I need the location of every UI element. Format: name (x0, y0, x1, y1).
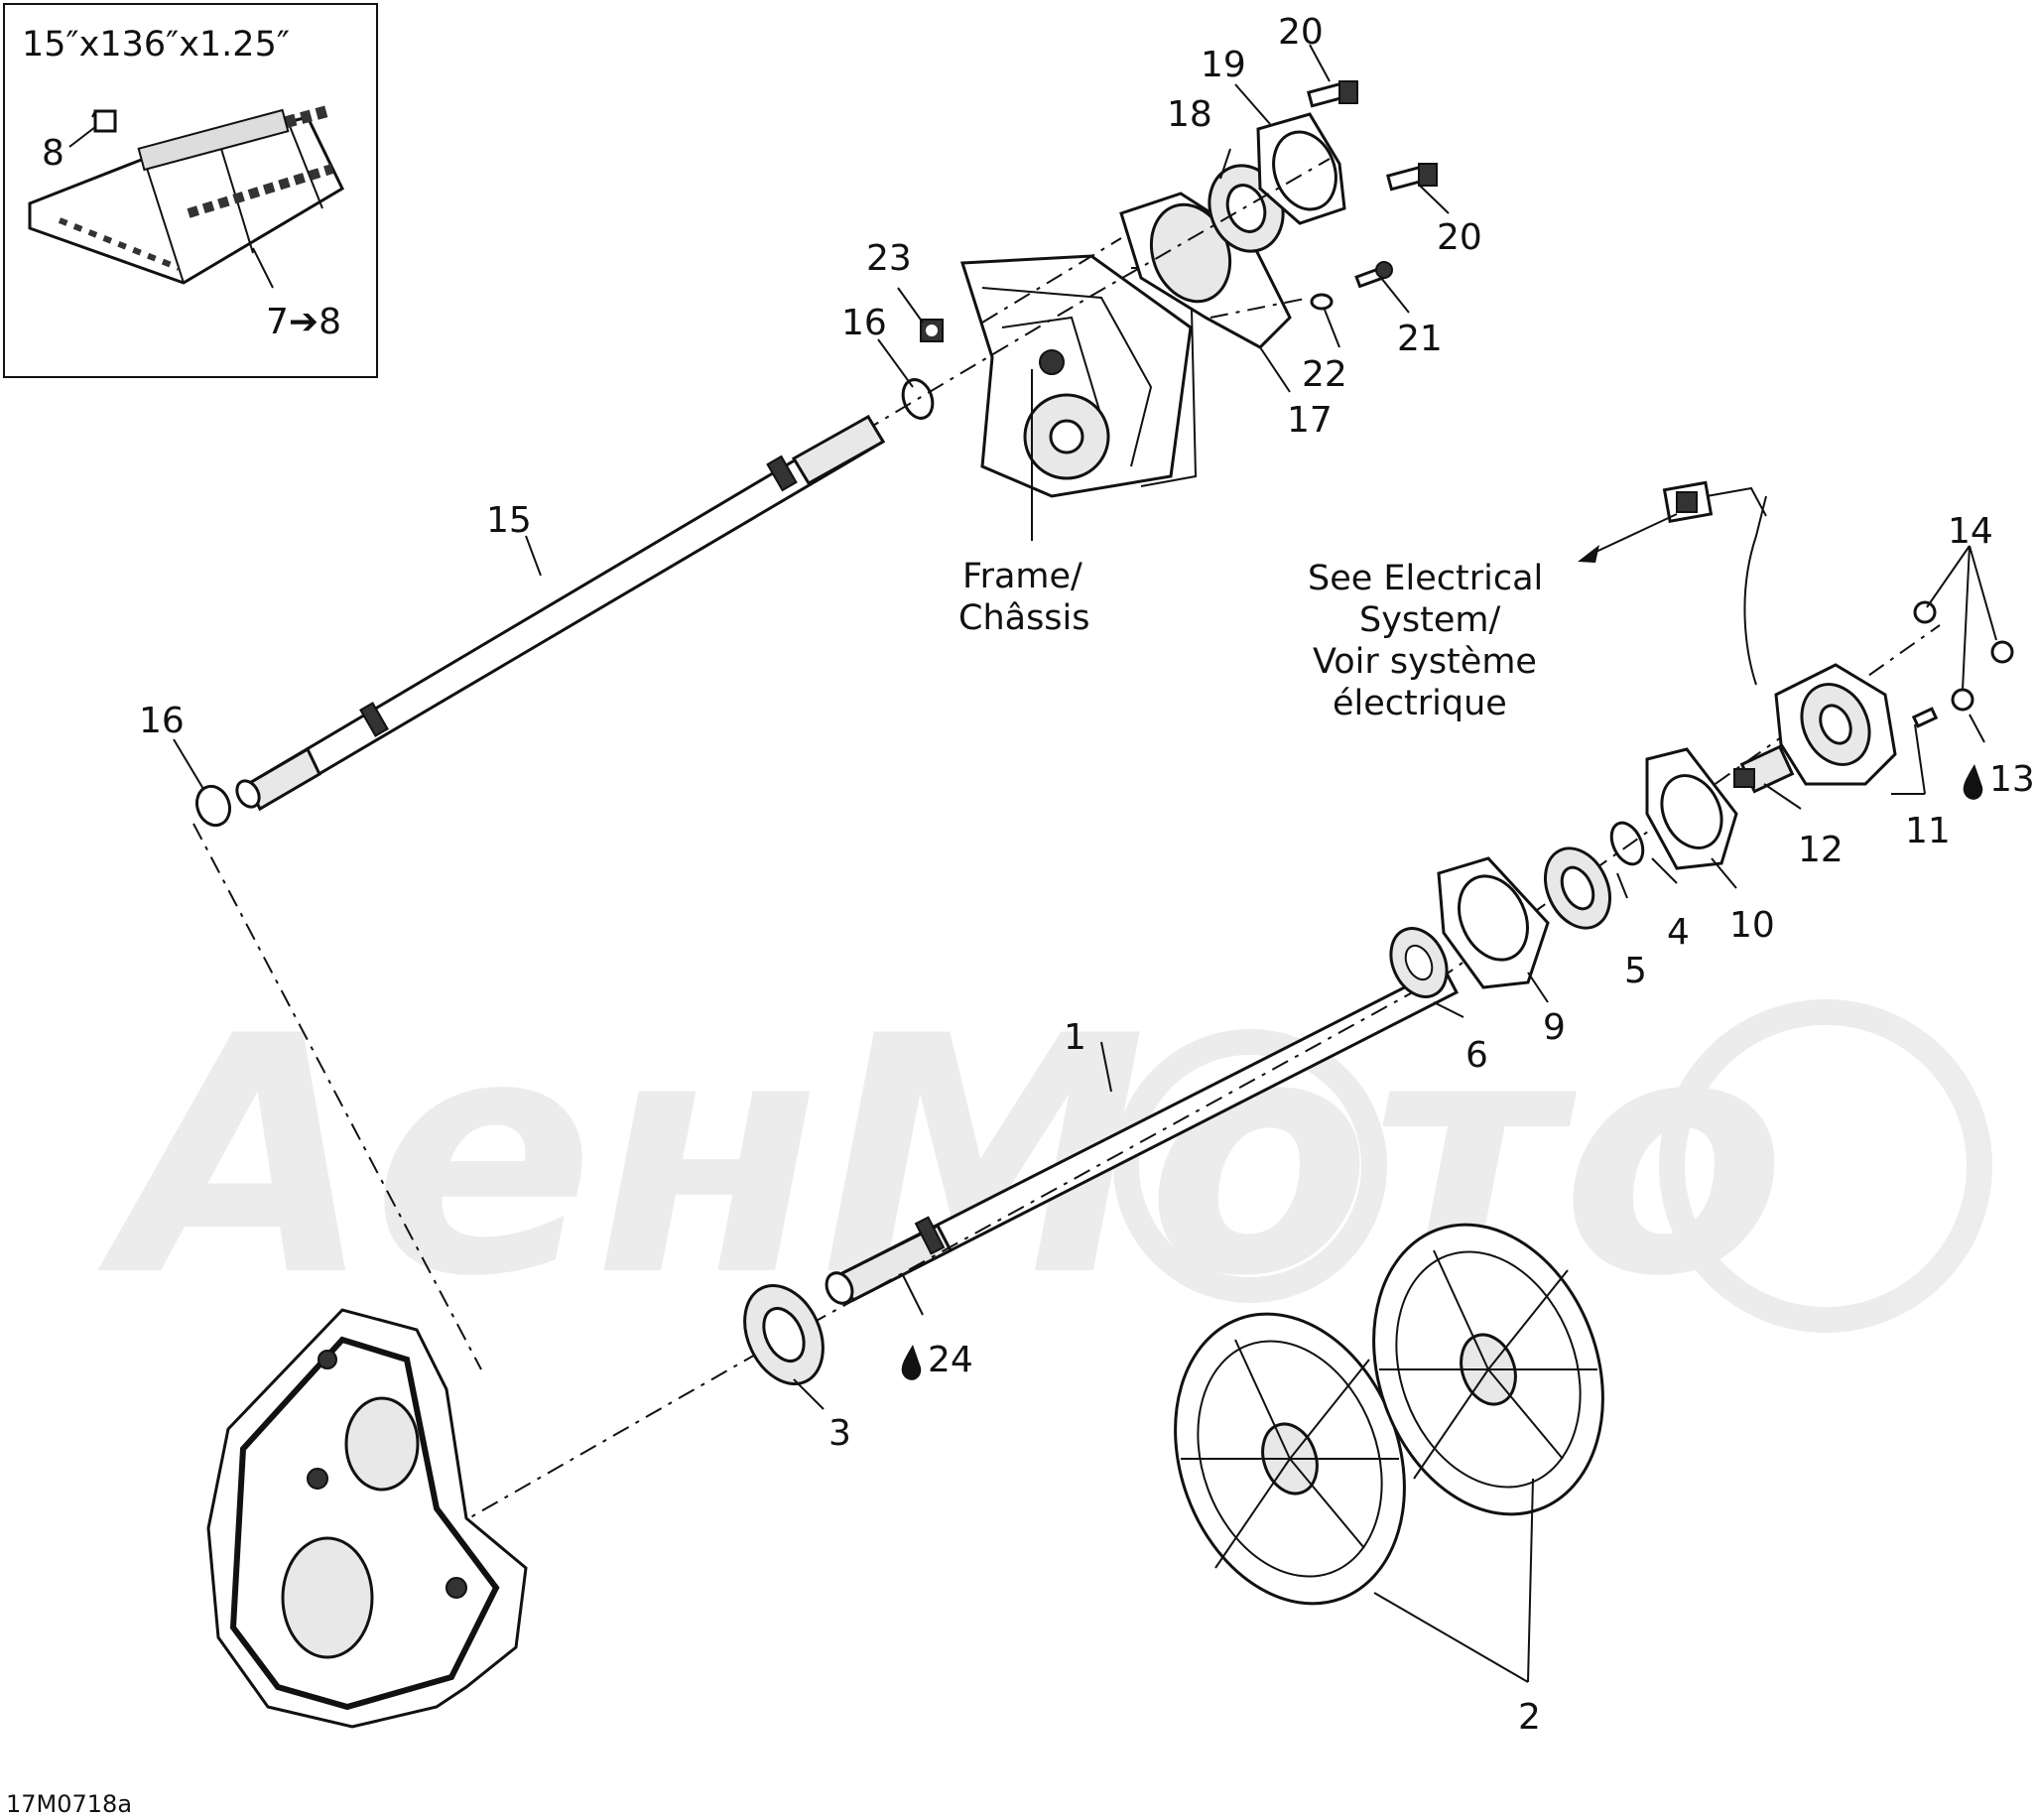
sensor-housing (1743, 495, 1897, 786)
flange-19 (1256, 112, 1346, 225)
callout-23: 23 (866, 238, 912, 279)
frame-label-1: Frame/ (962, 557, 1082, 596)
callout-5: 5 (1624, 951, 1647, 991)
lubricant-drop-icon (1963, 764, 1983, 800)
nut-14c (1951, 688, 1974, 712)
electrical-connector (1662, 480, 1767, 523)
bearing-5 (1544, 846, 1611, 930)
lube-13-label: 13 (1989, 759, 2035, 800)
lubricant-drop-icon (901, 1345, 922, 1380)
callout-20-top: 20 (1278, 12, 1324, 53)
electrical-note-1: See Electrical (1308, 559, 1543, 598)
sensor-12 (1733, 744, 1795, 794)
callout-16-top: 16 (841, 303, 887, 343)
callout-15: 15 (486, 500, 532, 541)
callout-3: 3 (828, 1413, 851, 1454)
screw-11 (1911, 707, 1939, 728)
callout-21: 21 (1397, 319, 1443, 359)
nut-23 (920, 319, 944, 342)
sprocket-2a (1174, 1312, 1406, 1606)
callout-17: 17 (1287, 400, 1333, 441)
track-belt-icon (28, 105, 344, 285)
sprocket-2b (1372, 1223, 1604, 1516)
washer-22 (1310, 293, 1334, 311)
callout-18: 18 (1167, 94, 1212, 135)
callout-6: 6 (1465, 1035, 1488, 1076)
screw-21 (1354, 261, 1393, 289)
callout-4: 4 (1667, 912, 1690, 953)
callout-19: 19 (1201, 45, 1246, 85)
electrical-note-2: System/ (1359, 600, 1501, 640)
callout-2: 2 (1518, 1697, 1541, 1738)
callout-9: 9 (1543, 1007, 1566, 1048)
callout-8: 8 (42, 133, 64, 174)
bolt-20-top (1306, 80, 1358, 108)
figure-code: 17M0718a (6, 1790, 132, 1818)
callout-16-left: 16 (139, 701, 185, 741)
arrow-icon (1578, 545, 1599, 563)
shaft-15 (235, 414, 886, 812)
track-inset: 15″x136″x1.25″ 8 7➔8 (3, 3, 378, 378)
track-spec: 15″x136″x1.25″ (22, 25, 290, 65)
chaincase-housing (206, 1308, 528, 1729)
electrical-note-4: électrique (1333, 684, 1507, 723)
lube-24-label: 24 (928, 1340, 973, 1380)
circlip-4 (1609, 821, 1645, 866)
nut-14b (1990, 640, 2014, 664)
callout-14: 14 (1948, 511, 1993, 552)
track-ref: 7➔8 (266, 302, 341, 342)
callout-12: 12 (1798, 830, 1844, 870)
flange-10 (1645, 747, 1738, 870)
callout-20-right: 20 (1437, 217, 1482, 258)
frame-label-2: Châssis (958, 598, 1090, 638)
bolt-20-right (1385, 163, 1438, 192)
watermark: AeнMoто (93, 967, 1992, 1348)
callout-22: 22 (1302, 354, 1347, 395)
axle-1 (825, 965, 1460, 1305)
electrical-note-3: Voir système (1313, 642, 1537, 682)
callout-10: 10 (1729, 905, 1775, 946)
nut-14a (1913, 600, 1937, 624)
callout-11: 11 (1905, 811, 1951, 851)
o-ring-16-left (194, 784, 232, 828)
frame-bracket (959, 254, 1198, 498)
flange-9 (1437, 856, 1550, 989)
seal-3 (743, 1283, 825, 1386)
callout-1: 1 (1064, 1017, 1086, 1058)
track-clip-icon (91, 109, 117, 133)
